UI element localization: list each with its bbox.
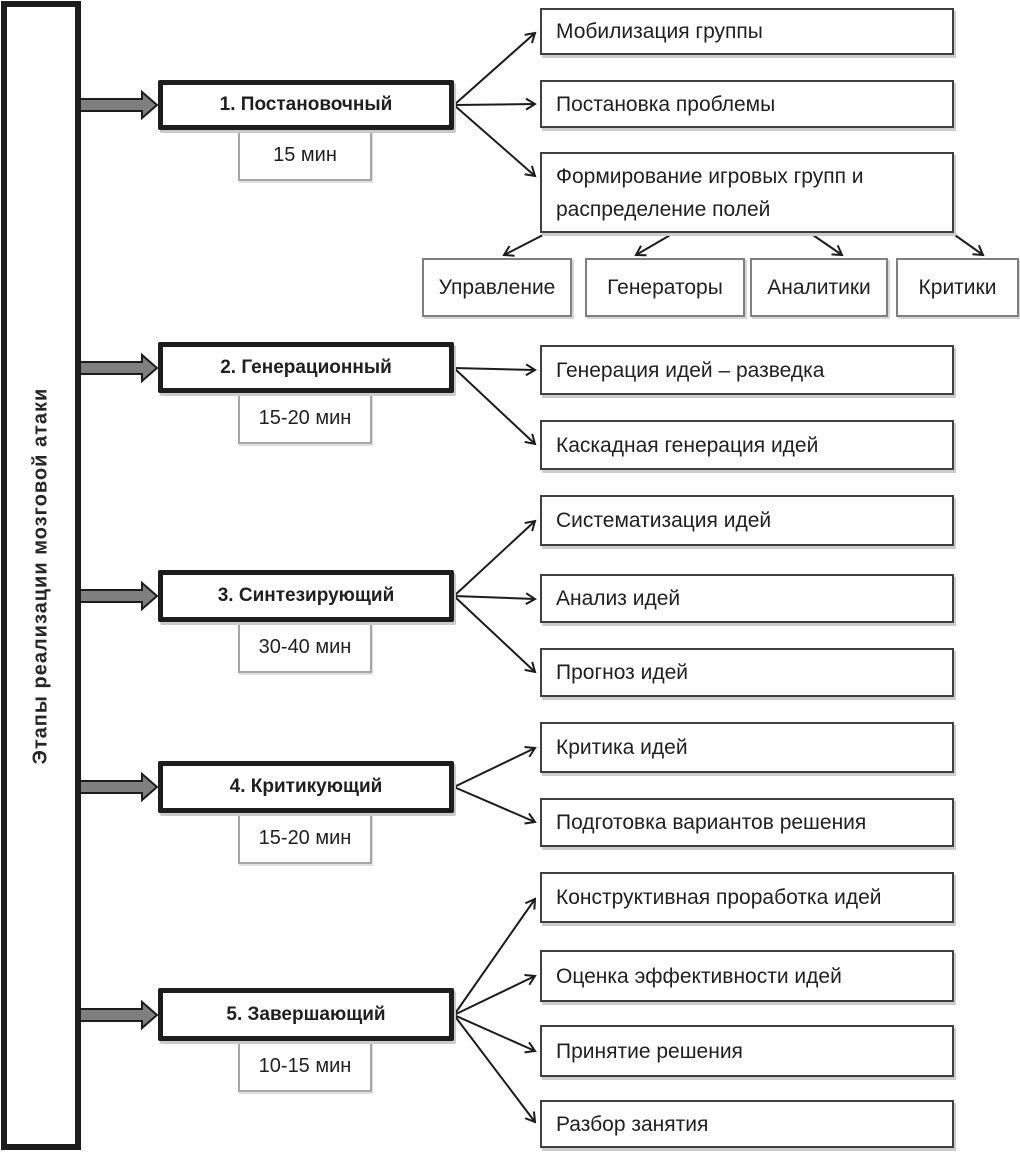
output-box-cascade-generation: Каскадная генерация идей	[540, 420, 954, 470]
stage-duration-4: 15-20 мин	[238, 812, 372, 864]
role-box-critics: Критики	[896, 258, 1019, 317]
role-arrows	[502, 232, 985, 257]
output-arrows	[453, 31, 537, 1124]
stage-duration-2: 15-20 мин	[238, 392, 372, 444]
role-box-generators: Генераторы	[585, 258, 745, 317]
stage-duration-1: 15 мин	[238, 129, 372, 181]
block-arrow-stage-2	[76, 352, 159, 384]
stage-box-5: 5. Завершающий	[158, 988, 454, 1041]
stage-box-1: 1. Постановочный	[158, 80, 454, 130]
output-box-constructive-development: Конструктивная проработка идей	[540, 872, 954, 923]
block-arrows	[76, 89, 159, 1031]
stages-sidebar: Этапы реализации мозговой атаки	[1, 1, 81, 1150]
sidebar-vertical-label: Этапы реализации мозговой атаки	[29, 387, 52, 764]
output-box-solution-variants: Подготовка вариантов решения	[540, 798, 954, 847]
block-arrow-stage-4	[76, 771, 159, 803]
output-box-analysis: Анализ идей	[540, 574, 954, 623]
output-box-decision-making: Принятие решения	[540, 1025, 954, 1077]
output-box-mobilization: Мобилизация группы	[540, 8, 954, 55]
stage-duration-3: 30-40 мин	[238, 621, 372, 673]
role-box-analysts: Аналитики	[750, 258, 888, 317]
output-box-forecast: Прогноз идей	[540, 648, 954, 697]
stage-duration-5: 10-15 мин	[238, 1040, 372, 1092]
stage-box-4: 4. Критикующий	[158, 761, 454, 813]
stage-box-2: 2. Генерационный	[158, 342, 454, 393]
output-box-forming-groups: Формирование игровых групп и распределен…	[540, 152, 954, 233]
output-box-idea-generation-recon: Генерация идей – разведка	[540, 345, 954, 395]
output-box-systematization: Систематизация идей	[540, 495, 954, 546]
output-box-critique: Критика идей	[540, 722, 954, 773]
output-box-effectiveness-evaluation: Оценка эффективности идей	[540, 950, 954, 1002]
block-arrow-stage-5	[76, 999, 159, 1031]
role-box-management: Управление	[422, 258, 572, 317]
block-arrow-stage-1	[76, 89, 159, 121]
output-box-problem: Постановка проблемы	[540, 80, 954, 128]
block-arrow-stage-3	[76, 580, 159, 612]
stage-box-3: 3. Синтезирующий	[158, 570, 454, 622]
output-box-session-debrief: Разбор занятия	[540, 1100, 954, 1148]
